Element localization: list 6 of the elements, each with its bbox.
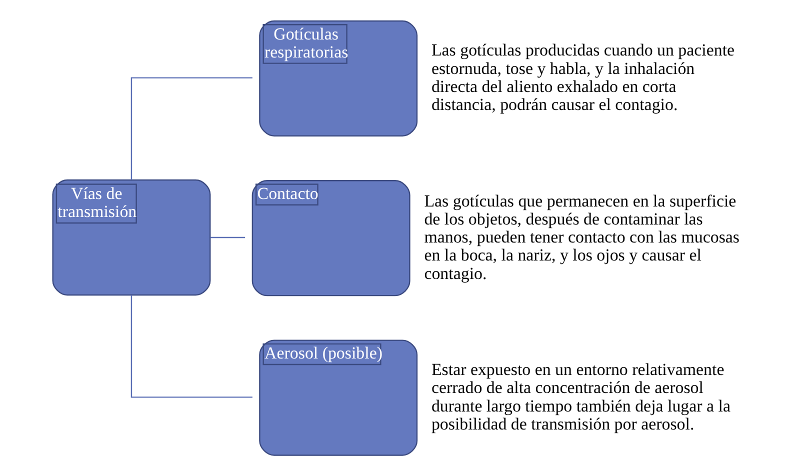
node-label: Estar expuesto en un entorno relativamente cerrado de alta concentración de aerosol durante largo tiempo también deja lugar a la posibilidad de transmisión por aerosol. [430, 360, 730, 434]
connector [130, 77, 252, 180]
node-label: Las gotículas que permanecen en la superficie de los objetos, después de contaminar las manos, pueden tener contacto con las mucosas en la boca, la nariz, y los ojos y causar el contagio. [424, 191, 740, 283]
connector [130, 295, 252, 398]
node-label: Las gotículas producidas cuando un paciente estornuda, tose y habla, y la inhalación directa del aliento exhalado en corta distancia, podrán causar el contagio. [430, 40, 734, 114]
connector [210, 236, 245, 238]
